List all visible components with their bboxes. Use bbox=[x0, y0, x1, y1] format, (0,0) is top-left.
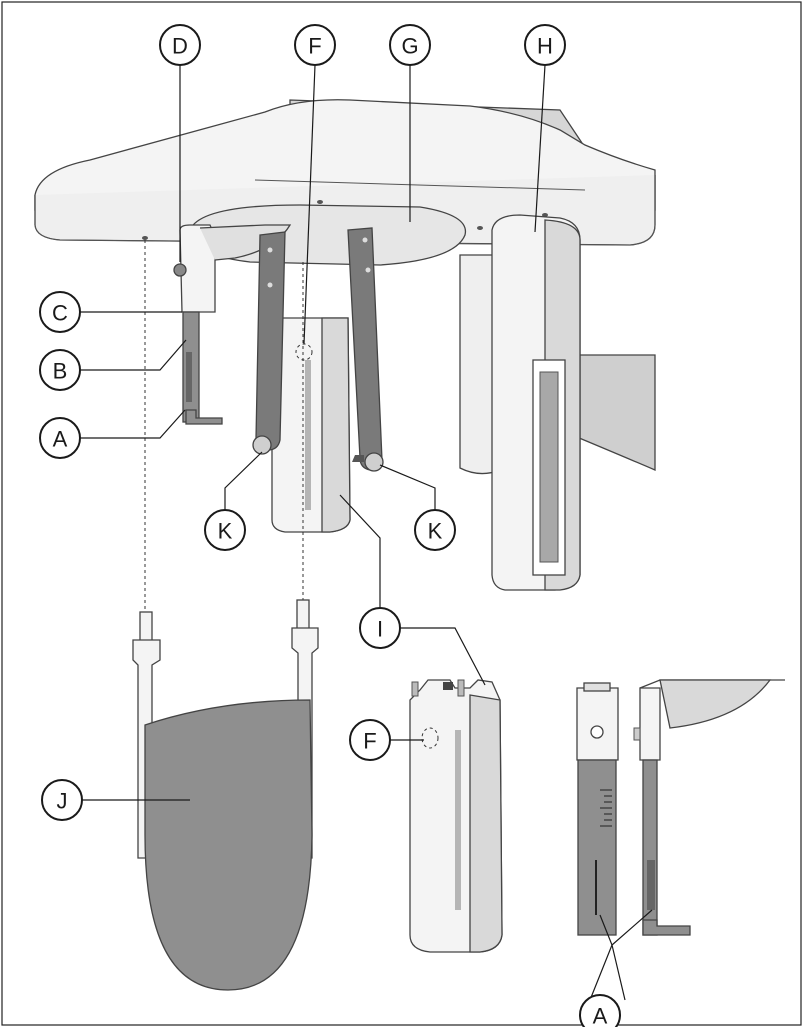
rear-tube bbox=[459, 254, 656, 475]
label-j: J bbox=[41, 779, 83, 821]
ceiling-unit bbox=[34, 99, 656, 266]
label-c: C bbox=[39, 291, 81, 333]
svg-text:K: K bbox=[218, 519, 233, 544]
sensor-panel-h bbox=[491, 214, 581, 591]
svg-text:D: D bbox=[172, 34, 188, 59]
forehead-support-mounted bbox=[271, 317, 351, 533]
nasion-detail-side bbox=[633, 679, 785, 936]
svg-text:G: G bbox=[401, 34, 418, 59]
svg-text:F: F bbox=[308, 34, 321, 59]
svg-text:I: I bbox=[377, 617, 383, 642]
svg-text:F: F bbox=[363, 729, 376, 754]
leaders bbox=[80, 64, 653, 1001]
label-i: I bbox=[359, 607, 401, 649]
label-g: G bbox=[389, 24, 431, 66]
svg-text:C: C bbox=[52, 301, 68, 326]
nasion-detail-front bbox=[576, 682, 619, 936]
ear-rod-right bbox=[347, 227, 384, 472]
bite-support-j bbox=[132, 599, 319, 991]
label-f-top: F bbox=[294, 24, 336, 66]
svg-text:B: B bbox=[53, 359, 68, 384]
label-h: H bbox=[524, 24, 566, 66]
marker-f-detached bbox=[421, 727, 439, 749]
label-a-bottom: A bbox=[579, 994, 621, 1027]
ear-rod-left bbox=[252, 231, 286, 455]
knob-d bbox=[173, 263, 187, 277]
svg-text:A: A bbox=[593, 1004, 608, 1027]
svg-text:A: A bbox=[53, 427, 68, 452]
label-a-left: A bbox=[39, 417, 81, 459]
label-f-bottom: F bbox=[349, 719, 391, 761]
svg-text:J: J bbox=[57, 789, 68, 814]
label-k-left: K bbox=[204, 509, 246, 551]
label-b: B bbox=[39, 349, 81, 391]
svg-text:H: H bbox=[537, 34, 553, 59]
label-k-right: K bbox=[414, 509, 456, 551]
screw-hole bbox=[142, 236, 148, 240]
nasion-support bbox=[173, 224, 292, 425]
forehead-support-detached bbox=[409, 679, 503, 953]
svg-text:K: K bbox=[428, 519, 443, 544]
label-d: D bbox=[159, 24, 201, 66]
